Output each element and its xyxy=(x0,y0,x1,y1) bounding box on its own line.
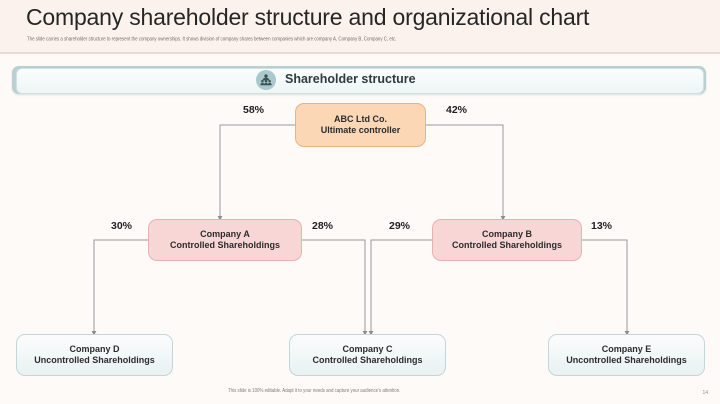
node-company-d[interactable]: Company D Uncontrolled Shareholdings xyxy=(16,334,173,376)
node-company-d-line2: Uncontrolled Shareholdings xyxy=(34,355,155,365)
node-company-d-line1: Company D xyxy=(69,343,120,354)
node-company-e-line1: Company E xyxy=(601,343,652,354)
node-abc-ltd-co-line2: Ultimate controller xyxy=(320,125,401,135)
node-company-a[interactable]: Company A Controlled Shareholdings xyxy=(148,219,302,261)
section-banner-label: Shareholder structure xyxy=(285,72,416,86)
header-band xyxy=(0,0,720,52)
percent-label-company-a-to-company-c: 28% xyxy=(312,220,334,232)
percent-label-company-b-to-company-e: 13% xyxy=(591,220,613,232)
node-abc-ltd-co[interactable]: ABC Ltd Co. Ultimate controller xyxy=(295,103,426,147)
page-subtitle: The slide carries a shareholder structur… xyxy=(27,35,397,42)
node-company-e-line2: Uncontrolled Shareholdings xyxy=(566,355,687,365)
people-group-icon xyxy=(256,70,276,90)
percent-label-company-b-to-company-c: 29% xyxy=(389,220,411,232)
percent-label-abc-to-company-b: 42% xyxy=(446,104,468,116)
node-company-c[interactable]: Company C Controlled Shareholdings xyxy=(289,334,446,376)
title-divider xyxy=(0,52,720,54)
node-company-c-line1: Company C xyxy=(342,343,393,354)
page-title: Company shareholder structure and organi… xyxy=(26,4,590,30)
page-number: 14 xyxy=(702,390,708,396)
node-company-e[interactable]: Company E Uncontrolled Shareholdings xyxy=(548,334,705,376)
node-company-c-line2: Controlled Shareholdings xyxy=(312,355,423,365)
section-banner xyxy=(16,68,704,94)
node-abc-ltd-co-line1: ABC Ltd Co. xyxy=(334,113,387,124)
footer-note: This slide is 100% editable. Adapt it to… xyxy=(228,387,401,394)
node-company-b-line1: Company B xyxy=(481,228,532,239)
node-company-a-line2: Controlled Shareholdings xyxy=(169,240,280,250)
percent-label-abc-to-company-a: 58% xyxy=(243,104,265,116)
node-company-b[interactable]: Company B Controlled Shareholdings xyxy=(432,219,582,261)
node-company-a-line1: Company A xyxy=(200,228,250,239)
node-company-b-line2: Controlled Shareholdings xyxy=(451,240,562,250)
percent-label-company-a-to-company-d: 30% xyxy=(111,220,133,232)
